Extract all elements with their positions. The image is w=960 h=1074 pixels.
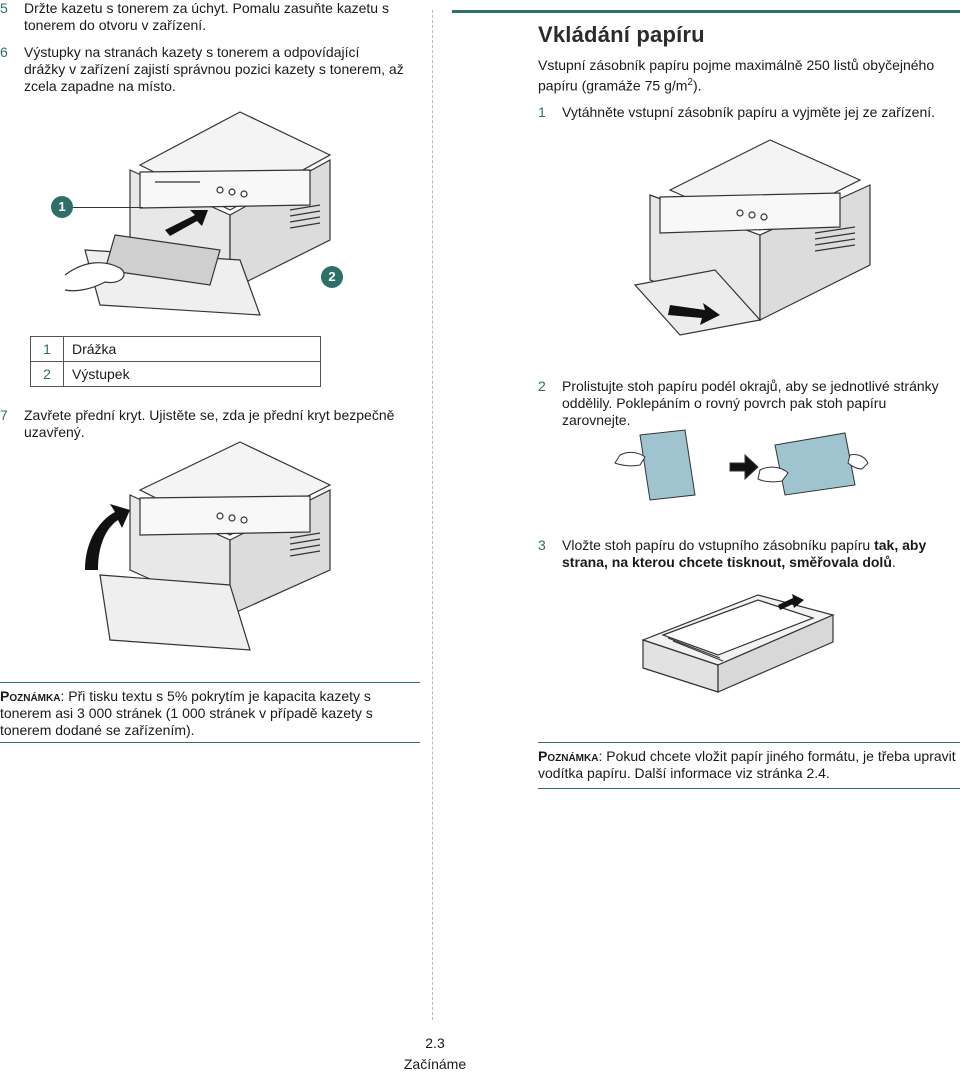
step-text: Zavřete přední kryt. Ujistěte se, zda je…: [24, 407, 395, 440]
legend-number: 2: [30, 361, 64, 387]
step-text-end: .: [891, 554, 896, 570]
intro-end: ).: [692, 77, 702, 94]
tray-removal-illustration: [633, 139, 871, 336]
step-number: 2: [538, 378, 546, 394]
note-label: Poznámka: [538, 748, 599, 764]
right-step-3: 3 Vložte stoh papíru do vstupního zásobn…: [538, 537, 958, 573]
column-divider: [432, 10, 433, 1020]
note-text: : Při tisku textu s 5% pokrytím je kapac…: [0, 688, 373, 738]
close-cover-illustration: [85, 441, 332, 651]
step-text: Vložte stoh papíru do vstupního zásobník…: [562, 537, 875, 553]
legend-table: 1 Drážka 2 Výstupek: [30, 336, 321, 387]
step-text-bold: tak, aby strana, na kterou chcete tiskno…: [562, 537, 927, 570]
note-text: : Pokud chcete vložit papír jiného formá…: [538, 748, 956, 781]
note-rule-bottom: [538, 788, 960, 789]
step-number: 1: [538, 104, 546, 120]
legend-label: Výstupek: [63, 361, 321, 387]
page-number: 2.3: [425, 1035, 445, 1051]
note-label: Poznámka: [0, 688, 61, 704]
step-text: Výstupky na stranách kazety s tonerem a …: [24, 44, 404, 94]
callout-2: 2: [321, 266, 343, 288]
intro-main: Vstupní zásobník papíru pojme maximálně …: [538, 57, 935, 94]
intro-text: Vstupní zásobník papíru pojme maximálně …: [538, 57, 958, 95]
left-note: Poznámka: Při tisku textu s 5% pokrytím …: [0, 682, 420, 748]
intro-superscript: 2: [687, 77, 693, 88]
legend-row: 1 Drážka: [30, 336, 321, 362]
step-7: 7 Zavřete přední kryt. Ujistěte se, zda …: [0, 407, 430, 440]
note-rule-top: [0, 682, 420, 683]
page-title: Vkládání papíru: [538, 22, 705, 47]
step-6: 6 Výstupky na stranách kazety s tonerem …: [0, 44, 420, 96]
legend-row: 2 Výstupek: [30, 361, 321, 387]
paper-in-tray-illustration: [641, 594, 835, 693]
step-number: 6: [0, 44, 8, 60]
step-text: Držte kazetu s tonerem za úchyt. Pomalu …: [24, 0, 389, 33]
note-rule-bottom: [0, 742, 420, 743]
step-number: 3: [538, 537, 546, 553]
callout-leader-line: [73, 207, 143, 208]
right-step-2: 2 Prolistujte stoh papíru podél okrajů, …: [538, 378, 958, 428]
toner-insertion-illustration: [64, 111, 332, 316]
step-number: 5: [0, 0, 8, 16]
step-text: Prolistujte stoh papíru podél okrajů, ab…: [562, 378, 939, 428]
section-name: Začínáme: [403, 1056, 467, 1072]
callout-1: 1: [51, 196, 73, 218]
legend-number: 1: [30, 336, 64, 362]
note-rule-top: [538, 742, 960, 743]
step-5: 5 Držte kazetu s tonerem za úchyt. Pomal…: [0, 0, 420, 34]
legend-label: Drážka: [63, 336, 321, 362]
right-step-1: 1 Vytáhněte vstupní zásobník papíru a vy…: [538, 104, 958, 124]
step-number: 7: [0, 407, 8, 423]
paper-fanning-illustration: [614, 429, 869, 501]
right-note: Poznámka: Pokud chcete vložit papír jiné…: [538, 742, 960, 792]
title-bar: [452, 10, 960, 13]
step-text: Vytáhněte vstupní zásobník papíru a vyjm…: [562, 104, 936, 120]
